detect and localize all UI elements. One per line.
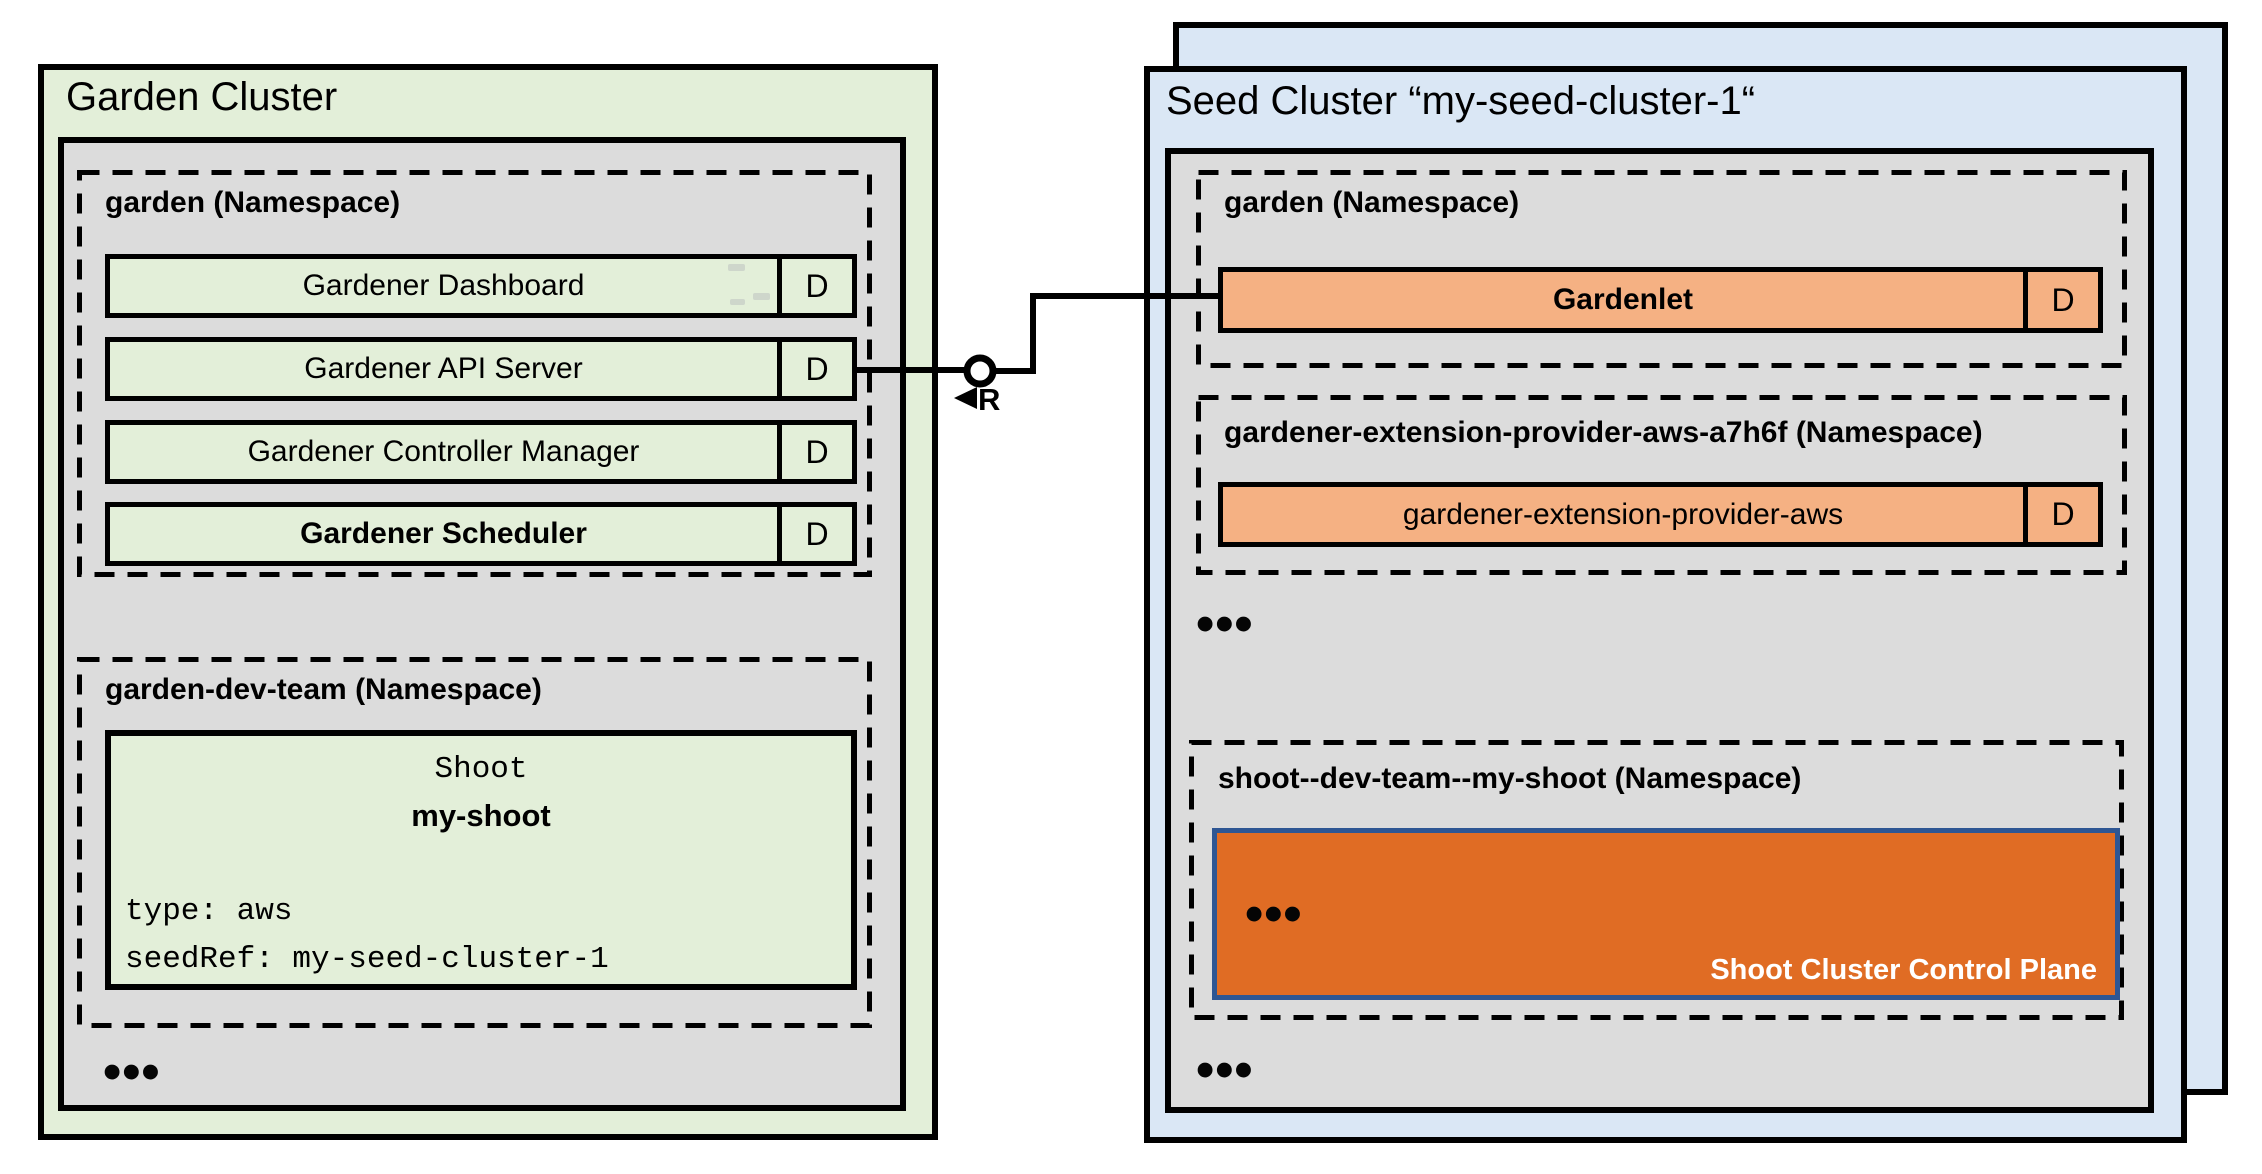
deployment-badge: D [2023, 487, 2098, 542]
shoot-cluster-control-plane-box: ••• Shoot Cluster Control Plane [1212, 828, 2120, 1000]
interface-lollipop-icon [963, 354, 997, 388]
component-label: gardener-extension-provider-aws [1402, 497, 1844, 531]
component-gardener-controller-manager: Gardener Controller Manager D [105, 420, 857, 484]
component-gardener-api-server: Gardener API Server D [105, 337, 857, 401]
component-label: Gardenlet [1552, 283, 1694, 316]
garden-cluster-ellipsis: ••• [103, 1043, 161, 1101]
component-gardenlet: Gardenlet D [1218, 267, 2103, 333]
namespace-garden-dev-team-border [77, 657, 872, 1028]
required-interface-label: R [978, 382, 1001, 417]
component-label: Gardener Dashboard [302, 269, 585, 302]
render-artifact [753, 293, 770, 300]
shoot-resource-box: Shoot my-shoot type: aws seedRef: my-see… [105, 730, 857, 990]
shoot-spec-seedref: seedRef: my-seed-cluster-1 [125, 942, 609, 977]
namespace-garden-seed-border [1196, 170, 2127, 368]
shoot-name: my-shoot [411, 798, 551, 833]
control-plane-label: Shoot Cluster Control Plane [1710, 954, 2097, 986]
control-plane-ellipsis: ••• [1245, 885, 1303, 943]
component-label: Gardener API Server [304, 352, 583, 385]
component-label: Gardener Controller Manager [247, 435, 640, 468]
namespace-garden-left-title: garden (Namespace) [105, 186, 401, 219]
component-gardener-dashboard: Gardener Dashboard D [105, 254, 857, 318]
shoot-spec-type: type: aws [125, 894, 293, 929]
component-gardener-scheduler: Gardener Scheduler D [105, 502, 857, 566]
seed-cluster-ellipsis-bottom: ••• [1196, 1041, 1254, 1099]
shoot-kind: Shoot [434, 752, 528, 787]
deployment-badge: D [777, 425, 852, 479]
component-extension-provider-aws: gardener-extension-provider-aws D [1218, 482, 2103, 547]
namespace-extension-border [1196, 395, 2127, 575]
seed-cluster-title: Seed Cluster “my-seed-cluster-1“ [1166, 79, 1756, 123]
required-interface-arrow-icon [954, 387, 977, 409]
garden-cluster-title: Garden Cluster [66, 75, 338, 119]
namespace-shoot-border [1189, 740, 2124, 1020]
deployment-badge: D [777, 342, 852, 396]
namespace-garden-dev-team-title: garden-dev-team (Namespace) [105, 673, 542, 706]
component-label: Gardener Scheduler [300, 517, 587, 550]
render-artifact [728, 264, 745, 271]
deployment-badge: D [777, 259, 852, 313]
render-artifact [730, 299, 745, 305]
namespace-shoot-title: shoot--dev-team--my-shoot (Namespace) [1218, 762, 1802, 795]
deployment-badge: D [777, 507, 852, 561]
namespace-garden-seed-title: garden (Namespace) [1224, 186, 1520, 219]
seed-cluster-ellipsis-mid: ••• [1196, 595, 1254, 653]
namespace-extension-title: gardener-extension-provider-aws-a7h6f (N… [1224, 416, 1983, 449]
deployment-badge: D [2023, 272, 2098, 328]
namespace-garden-left-border [77, 170, 872, 577]
